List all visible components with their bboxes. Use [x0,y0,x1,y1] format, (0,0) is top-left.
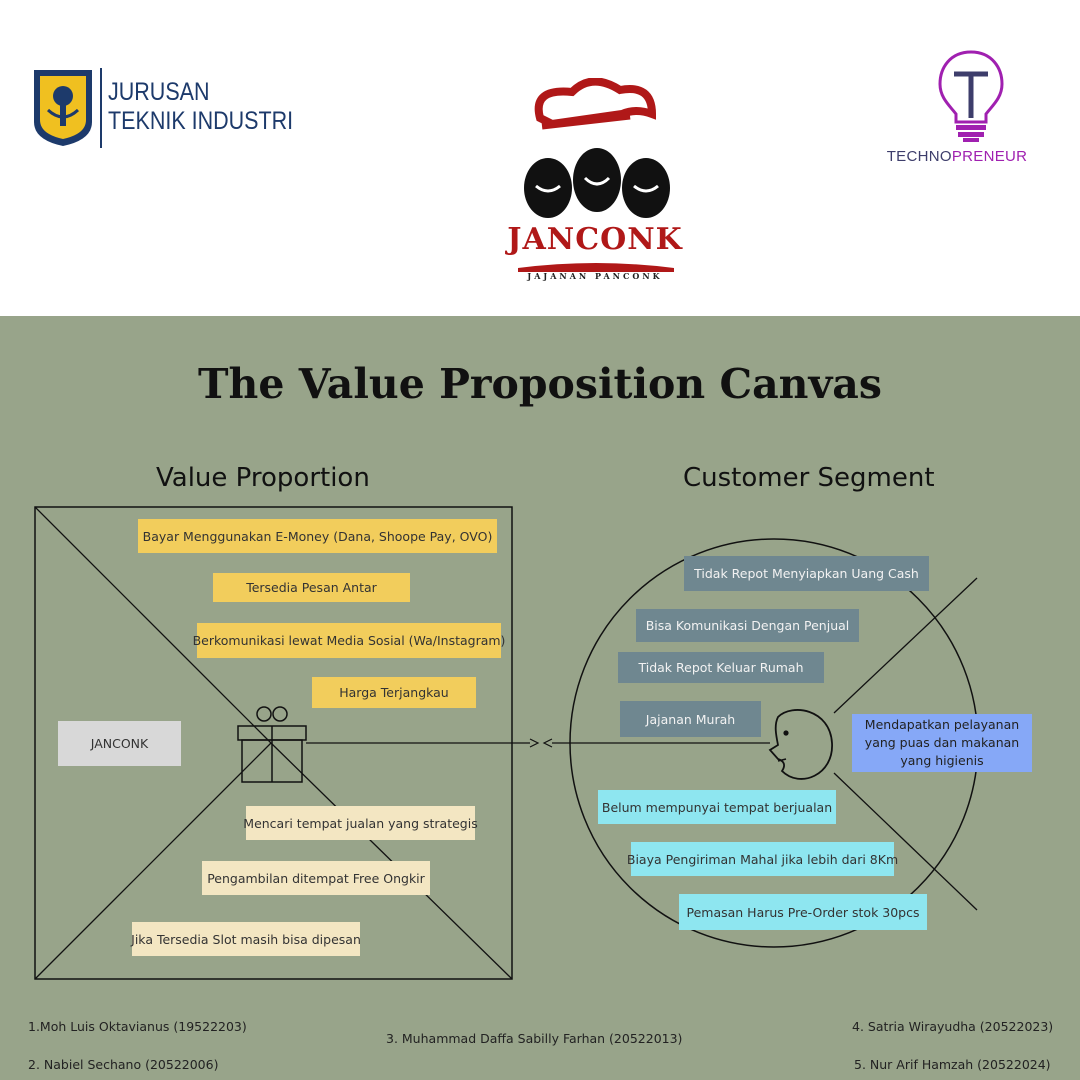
customer-gain-item: Bisa Komunikasi Dengan Penjual [636,609,859,642]
customer-pain-item: Belum mempunyai tempat berjualan [598,790,836,824]
header [0,0,1080,316]
wordmark-part1: TECHNO [886,148,952,165]
gain-creator-item: Harga Terjangkau [312,677,476,708]
customer-face-icon [768,709,833,780]
technopreneur-wordmark: TECHNOPRENEUR [870,148,1044,165]
product-name-box: JANCONK [58,721,181,766]
brand-name: JANCONK [507,222,683,257]
lightbulb-icon [938,50,1004,142]
pain-reliever-item: Pengambilan ditempat Free Ongkir [202,861,430,895]
team-member: 3. Muhammad Daffa Sabilly Farhan (205220… [386,1031,683,1046]
gain-creator-item: Tersedia Pesan Antar [213,573,410,602]
team-member: 5. Nur Arif Hamzah (20522024) [854,1057,1051,1072]
customer-gain-item: Tidak Repot Keluar Rumah [618,652,824,683]
chef-faces-icon [524,78,670,218]
team-member: 4. Satria Wirayudha (20522023) [852,1019,1054,1034]
customer-gain-item: Tidak Repot Menyiapkan Uang Cash [684,556,929,591]
university-name: JURUSAN TEKNIK INDUSTRI [108,78,293,136]
brand-subtitle: JAJANAN PANCONK [527,271,663,281]
customer-pain-item: Pemasan Harus Pre-Order stok 30pcs [679,894,927,930]
pain-reliever-item: Mencari tempat jualan yang strategis [243,806,478,840]
customer-section-title: Customer Segment [683,463,935,493]
value-section-title: Value Proportion [156,463,370,493]
wordmark-part2: PRENEUR [951,148,1028,165]
logo-divider [100,68,102,148]
customer-gain-item: Jajanan Murah [620,701,761,737]
brand-underline-icon [518,263,674,272]
customer-pain-item: Biaya Pengiriman Mahal jika lebih dari 8… [627,842,898,876]
gain-creator-item: Bayar Menggunakan E-Money (Dana, Shoope … [138,519,497,553]
customer-job-box: Mendapatkan pelayanan yang puas dan maka… [852,714,1032,772]
team-member: 1.Moh Luis Oktavianus (19522203) [28,1019,247,1034]
gift-icon [237,706,307,783]
university-line1: JURUSAN [108,78,210,106]
pain-reliever-item: Jika Tersedia Slot masih bisa dipesan [131,922,361,956]
team-member: 2. Nabiel Sechano (20522006) [28,1057,219,1072]
gain-creator-item: Berkomunikasi lewat Media Sosial (Wa/Ins… [193,623,505,658]
page-title: The Value Proposition Canvas [198,360,882,408]
university-seal-icon [34,70,92,146]
university-line2: TEKNIK INDUSTRI [108,107,294,135]
